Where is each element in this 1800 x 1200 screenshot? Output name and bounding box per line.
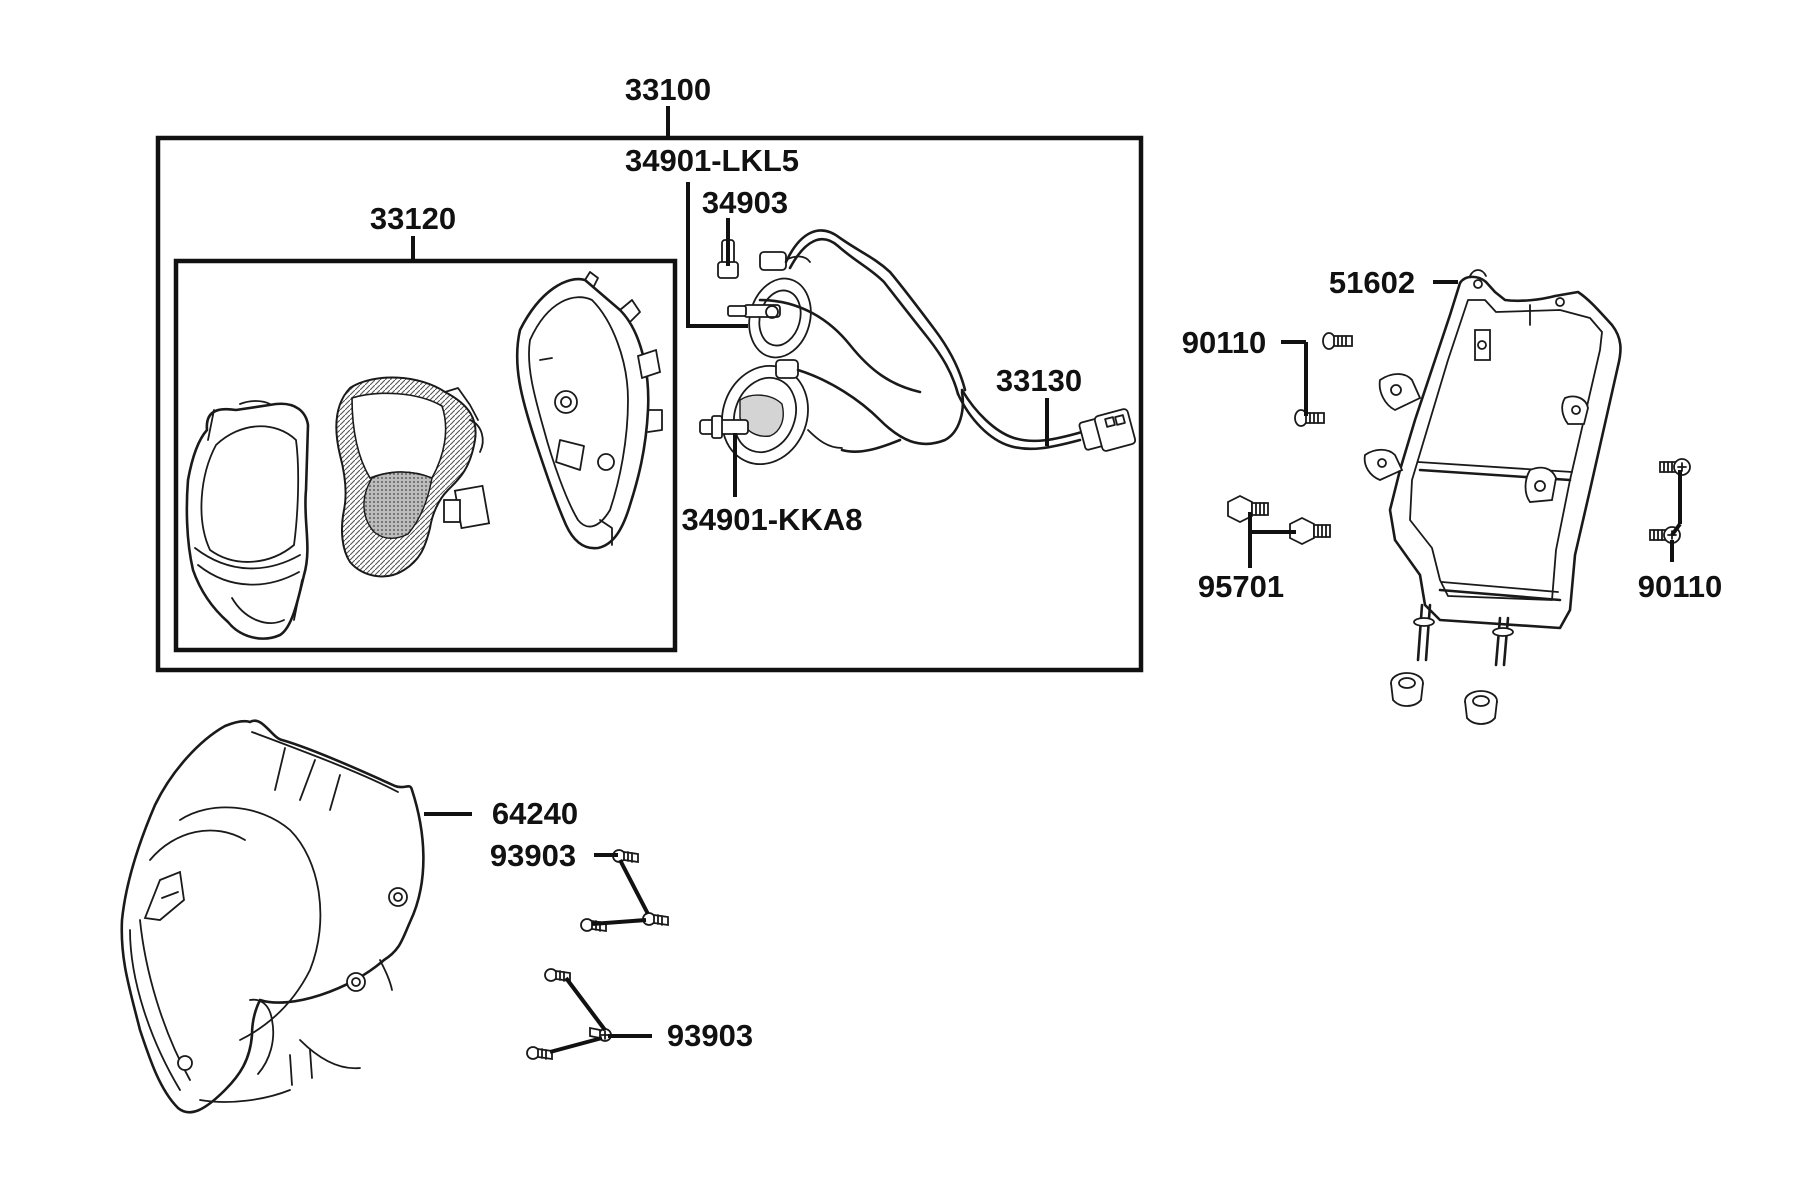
bulb-high-34901-LKL5 — [727, 277, 812, 359]
bolt-95701-right — [1289, 516, 1331, 546]
label-93903-lower: 93903 — [667, 1018, 753, 1053]
leader-33130: 33130 — [996, 363, 1082, 446]
label-34901-KKA8: 34901-KKA8 — [682, 502, 863, 537]
label-34901-LKL5: 34901-LKL5 — [625, 143, 799, 178]
label-64240: 64240 — [492, 796, 578, 831]
tapping-screws-93903-upper: 93903 — [490, 838, 669, 933]
label-51602: 51602 — [1329, 265, 1415, 300]
tapping-screws-93903-lower: 93903 — [526, 968, 753, 1061]
bracket-collar-right — [1464, 690, 1498, 725]
assembly-33100-box: 33100 — [155, 72, 1144, 673]
screw-90110-left-bottom — [1294, 409, 1325, 427]
label-90110-left: 90110 — [1182, 325, 1267, 360]
screws-90110-right: 90110 — [1638, 458, 1723, 604]
assembly-33120-box: 33120 — [173, 201, 678, 653]
headlight-lens — [185, 400, 310, 640]
label-33130: 33130 — [996, 363, 1082, 398]
bolt-95701-left — [1227, 494, 1269, 524]
headlight-bracket-51602: 51602 — [1329, 265, 1622, 725]
bolts-95701: 95701 — [1198, 494, 1331, 604]
headlight-cowl-64240: 64240 — [120, 719, 578, 1114]
label-90110-right: 90110 — [1638, 569, 1723, 604]
label-93903-upper: 93903 — [490, 838, 576, 873]
screws-90110-left: 90110 — [1182, 325, 1353, 427]
leader-34901-KKA8: 34901-KKA8 — [682, 433, 863, 537]
headlight-housing — [515, 271, 663, 550]
headlight-reflector — [335, 376, 491, 578]
label-34903: 34903 — [702, 185, 788, 220]
wire-harness-33130 — [758, 229, 1137, 453]
bracket-collar-left — [1390, 672, 1424, 707]
label-33120: 33120 — [370, 201, 456, 236]
tapping-screw-93903-upper-2 — [642, 912, 669, 927]
leader-34903: 34903 — [702, 185, 788, 266]
screw-90110-right-top — [1659, 458, 1691, 476]
screw-90110-left-top — [1322, 332, 1353, 350]
leader-34901-LKL5: 34901-LKL5 — [625, 143, 799, 328]
bulb-low-34901-KKA8 — [699, 359, 843, 466]
label-95701: 95701 — [1198, 569, 1284, 604]
tapping-screw-93903-lower-3 — [526, 1046, 553, 1061]
label-33100: 33100 — [625, 72, 711, 107]
